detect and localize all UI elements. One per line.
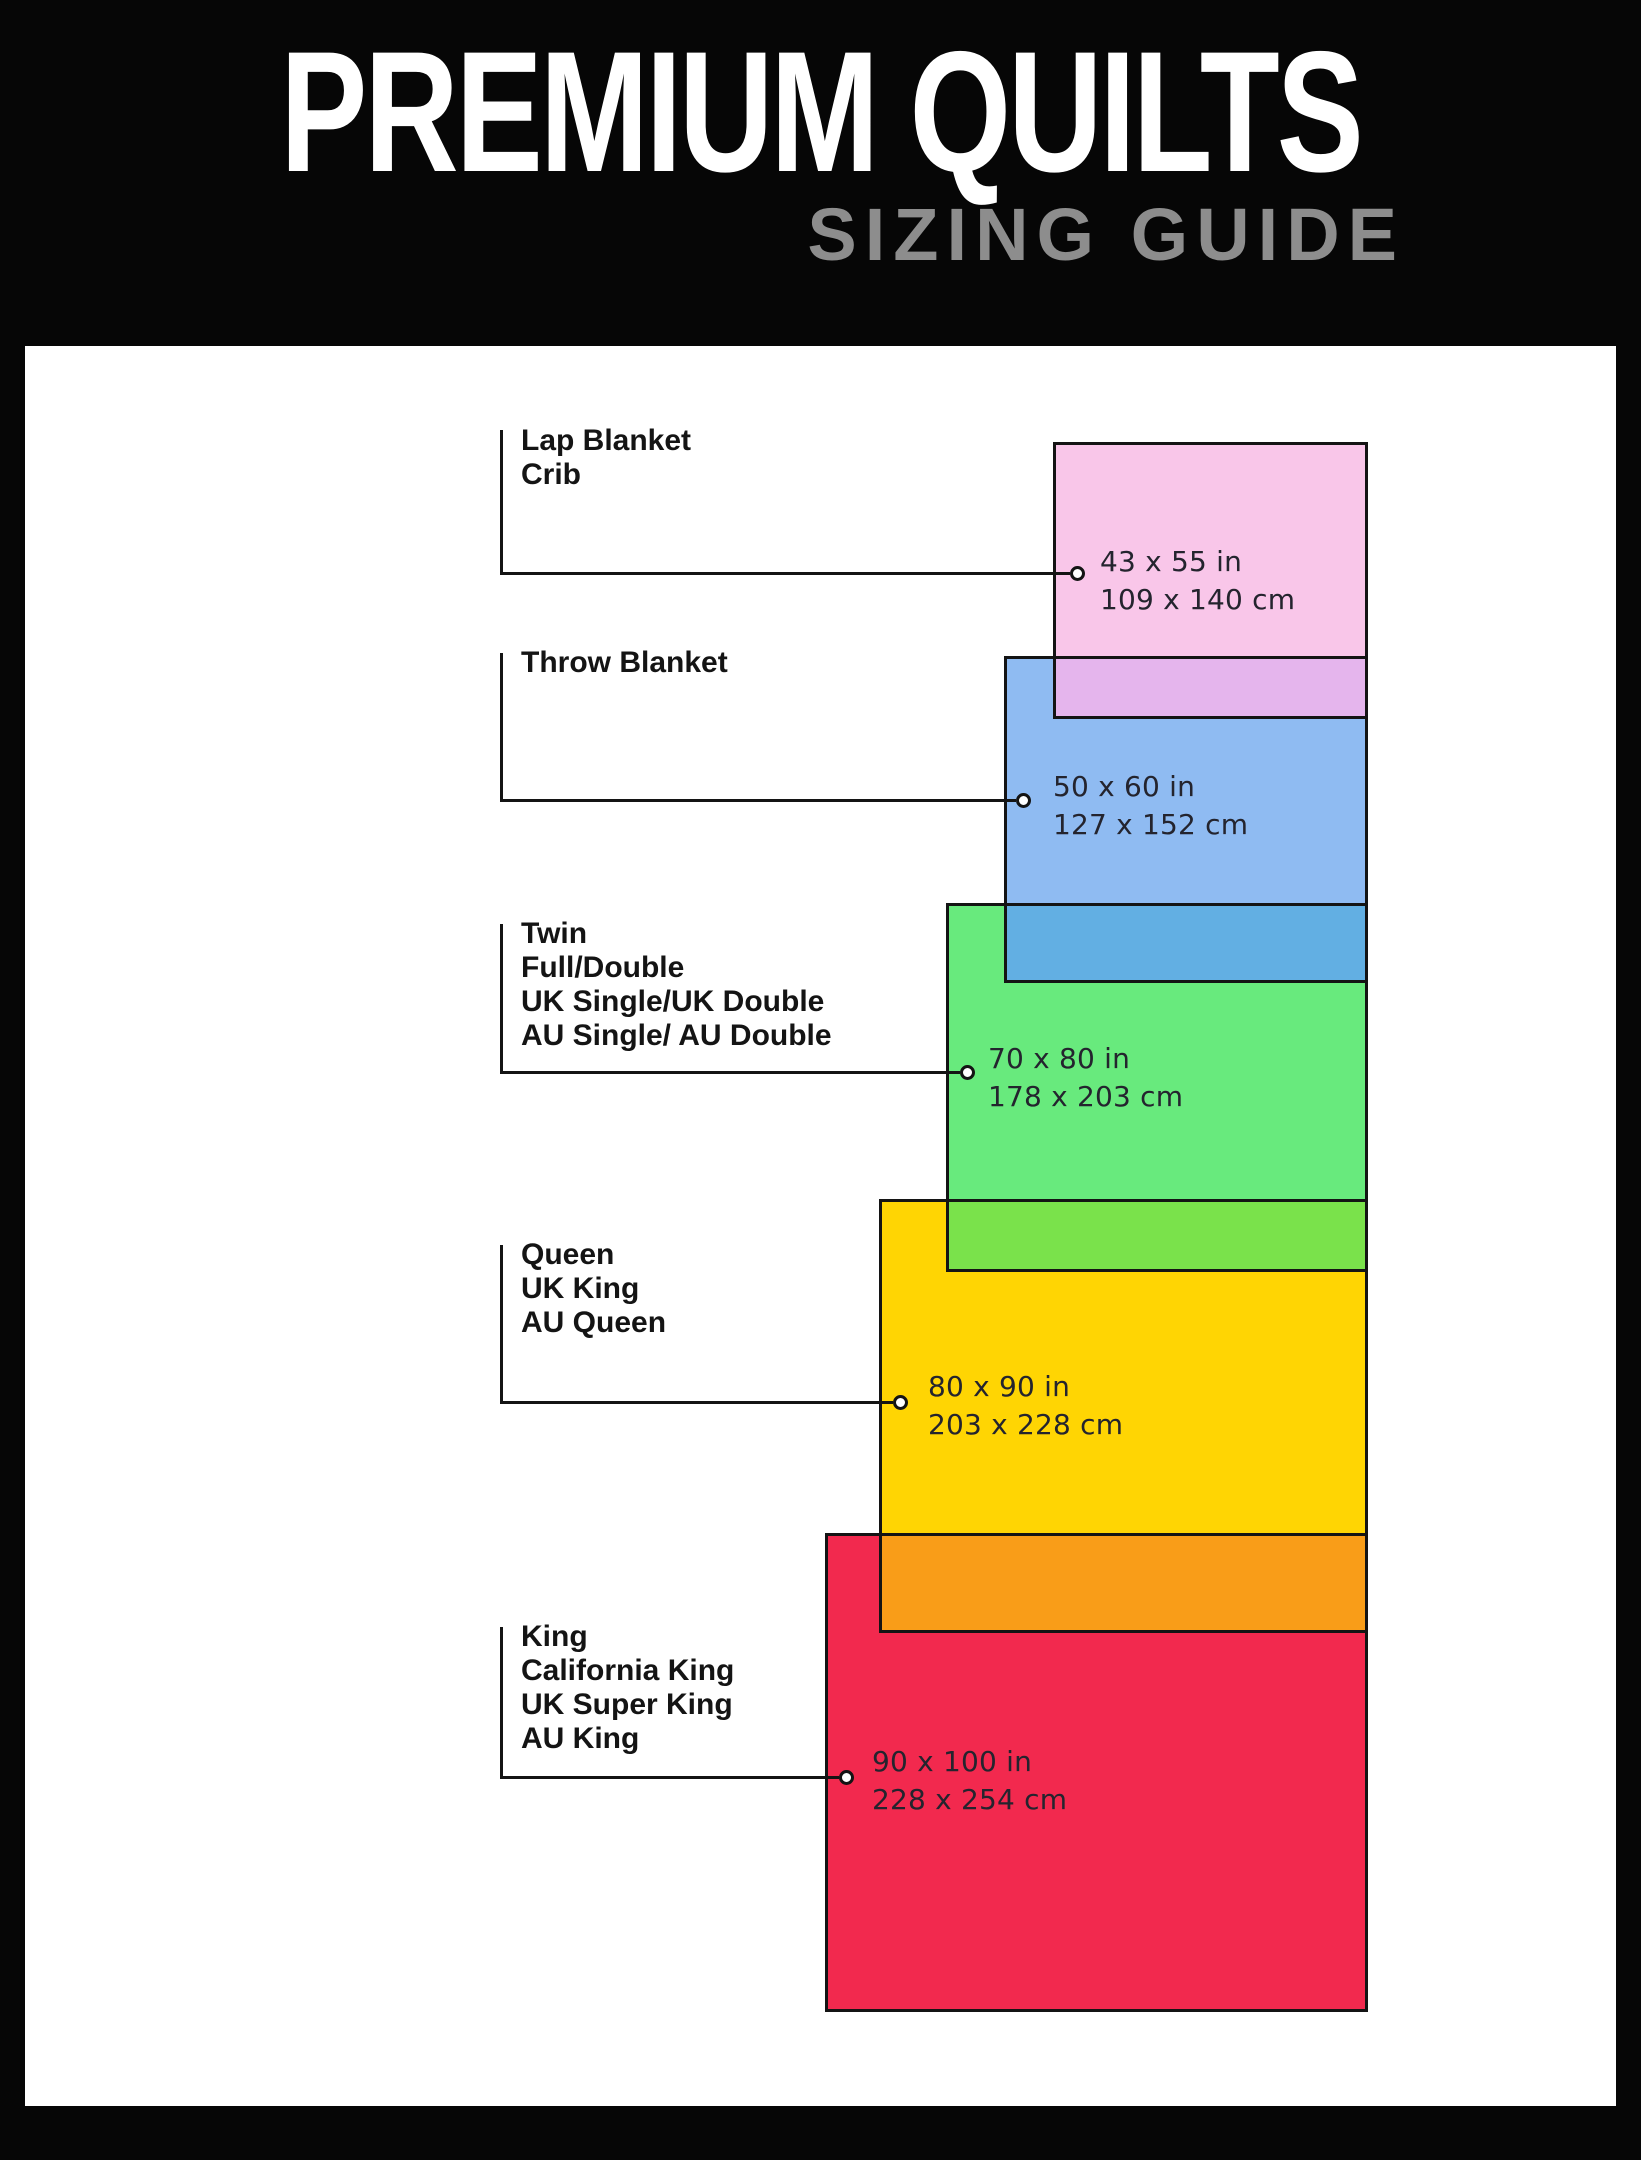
size-cm: 228 x 254 cm bbox=[872, 1783, 1068, 1816]
label-lap-crib: Lap Blanket Crib bbox=[521, 424, 692, 491]
page-title: PREMIUM QUILTS bbox=[280, 16, 1364, 208]
leader-hline-throw bbox=[500, 799, 1016, 802]
dims-twin: 70 x 80 in 178 x 203 cm bbox=[988, 1040, 1183, 1116]
overlap-throw-twin bbox=[1007, 903, 1365, 980]
dims-queen: 80 x 90 in 203 x 228 cm bbox=[928, 1368, 1123, 1444]
content-panel bbox=[25, 346, 1616, 2106]
overlap-queen-king bbox=[882, 1533, 1365, 1630]
leader-dot-king bbox=[839, 1770, 854, 1785]
dims-lap-crib: 43 x 55 in 109 x 140 cm bbox=[1100, 543, 1295, 619]
page-subtitle: SIZING GUIDE bbox=[807, 193, 1405, 276]
leader-vline-twin bbox=[500, 924, 503, 1074]
size-inches: 80 x 90 in bbox=[928, 1370, 1071, 1403]
overlap-lap-throw bbox=[1056, 656, 1365, 716]
overlap-twin-queen bbox=[949, 1199, 1365, 1269]
leader-hline-twin bbox=[500, 1071, 960, 1074]
leader-vline-lap-crib bbox=[500, 430, 503, 575]
size-inches: 90 x 100 in bbox=[872, 1745, 1033, 1778]
size-inches: 50 x 60 in bbox=[1053, 770, 1196, 803]
leader-vline-throw bbox=[500, 653, 503, 802]
size-cm: 109 x 140 cm bbox=[1100, 583, 1296, 616]
dims-king: 90 x 100 in 228 x 254 cm bbox=[872, 1743, 1067, 1819]
leader-dot-throw bbox=[1016, 793, 1031, 808]
label-throw: Throw Blanket bbox=[521, 646, 728, 679]
label-king: King California King UK Super King AU Ki… bbox=[521, 1620, 735, 1755]
leader-hline-queen bbox=[500, 1401, 893, 1404]
leader-hline-king bbox=[500, 1776, 839, 1779]
leader-vline-queen bbox=[500, 1245, 503, 1404]
size-cm: 127 x 152 cm bbox=[1053, 808, 1249, 841]
size-cm: 178 x 203 cm bbox=[988, 1080, 1184, 1113]
leader-dot-twin bbox=[960, 1065, 975, 1080]
leader-dot-queen bbox=[893, 1395, 908, 1410]
dims-throw: 50 x 60 in 127 x 152 cm bbox=[1053, 768, 1248, 844]
size-inches: 70 x 80 in bbox=[988, 1042, 1131, 1075]
size-cm: 203 x 228 cm bbox=[928, 1408, 1124, 1441]
leader-hline-lap-crib bbox=[500, 572, 1070, 575]
leader-dot-lap-crib bbox=[1070, 566, 1085, 581]
leader-vline-king bbox=[500, 1627, 503, 1779]
label-twin: Twin Full/Double UK Single/UK Double AU … bbox=[521, 917, 832, 1052]
label-queen: Queen UK King AU Queen bbox=[521, 1238, 667, 1339]
size-inches: 43 x 55 in bbox=[1100, 545, 1243, 578]
